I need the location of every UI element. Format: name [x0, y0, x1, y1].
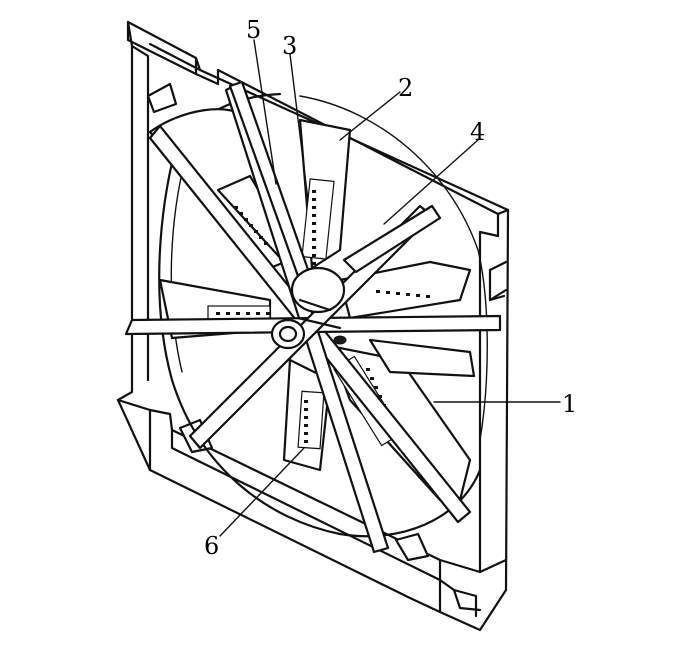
- perforation-dot: [304, 408, 308, 411]
- leader-lines: [219, 39, 561, 537]
- perforation-dot: [366, 368, 370, 371]
- label-4: 4: [470, 118, 485, 146]
- perforation-dot: [406, 293, 410, 296]
- perforation-dot: [416, 294, 420, 297]
- label-1: 1: [562, 390, 577, 418]
- perforation-dot: [259, 236, 263, 239]
- label-6: 6: [204, 532, 219, 560]
- perforation-dot: [312, 198, 316, 201]
- perforation-dot: [264, 242, 268, 245]
- perforation-dot: [304, 400, 308, 403]
- perforation-dot: [378, 395, 382, 398]
- perforation-dot: [236, 312, 240, 315]
- perforation-dot: [426, 295, 430, 298]
- callout-labels: 5 3 2 4 1 6: [204, 16, 577, 560]
- perforation-dot: [374, 386, 378, 389]
- perforation-dot: [312, 262, 316, 265]
- perforation-dot: [304, 440, 308, 443]
- perforation-dot: [234, 206, 238, 209]
- perforation-dot: [376, 290, 380, 293]
- perforation-dot: [304, 416, 308, 419]
- perforation-dot: [386, 291, 390, 294]
- perforation-dot: [370, 377, 374, 380]
- label-5: 5: [246, 16, 261, 44]
- perforation-dot: [304, 432, 308, 435]
- perforation-dot: [312, 230, 316, 233]
- label-3: 3: [282, 32, 297, 60]
- perforation-dot: [312, 214, 316, 217]
- perforation-dot: [312, 254, 316, 257]
- perforation-dot: [396, 292, 400, 295]
- perforation-dot: [256, 312, 260, 315]
- fan-hub: [270, 266, 347, 350]
- perforation-dot: [226, 312, 230, 315]
- perforation-dot: [249, 224, 253, 227]
- perforation-dot: [312, 206, 316, 209]
- perforation-dot: [216, 312, 220, 315]
- support-stays: [124, 80, 502, 554]
- perforation-dot: [312, 238, 316, 241]
- perforation-dot: [244, 218, 248, 221]
- perforation-dot: [312, 246, 316, 249]
- perforation-dot: [304, 424, 308, 427]
- perforation-dot: [239, 212, 243, 215]
- perforation-dot: [312, 190, 316, 193]
- perforation-dot: [254, 230, 258, 233]
- perforation-dot: [266, 312, 270, 315]
- perforation-dot: [312, 222, 316, 225]
- label-2: 2: [398, 74, 413, 102]
- perforation-dot: [246, 312, 250, 315]
